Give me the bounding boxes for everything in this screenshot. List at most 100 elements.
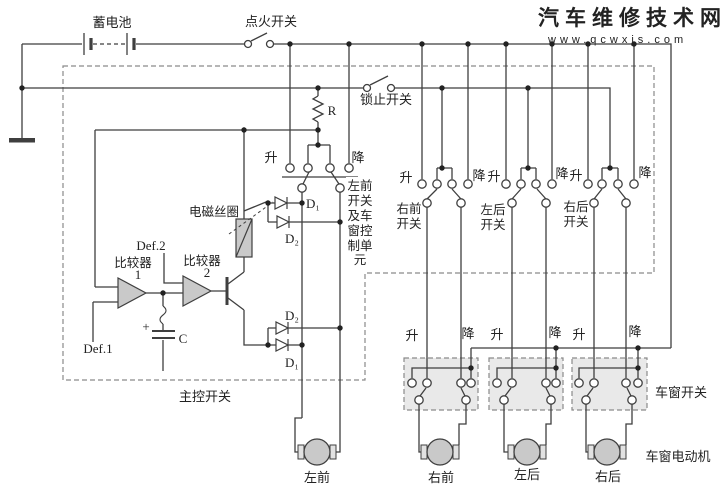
left-rear-switch-contact: [516, 179, 526, 189]
lock-contact: [386, 83, 396, 93]
motor-brush: [619, 444, 627, 460]
window-switch1-mover: [461, 395, 471, 405]
window-switch-group-label: 车窗开关: [655, 385, 707, 400]
motor-right-rear-label: 右后: [595, 469, 621, 484]
diode-d2-upper-label: D₂: [285, 231, 299, 246]
rr-down-label: 降: [638, 165, 651, 180]
diode-d2-upper: [276, 215, 291, 229]
resistor-r: [311, 95, 325, 123]
diode-d1-lower-label: D₁: [285, 355, 299, 370]
box3-down-label: 降: [628, 324, 641, 339]
right-front-switch-label2: 开关: [396, 217, 421, 231]
ground-symbol: [9, 138, 35, 143]
master-up-label: 升: [264, 150, 277, 165]
box2-up-label: 升: [490, 327, 503, 342]
right-rear-switch-contact: [597, 179, 607, 189]
comparator-1-triangle: [117, 276, 148, 310]
window-switch3-contact: [574, 378, 584, 388]
motor-brush: [587, 444, 595, 460]
motor-brush: [452, 444, 460, 460]
junction-dots: [19, 41, 641, 371]
comparator1-number: 1: [135, 267, 142, 282]
def2-label: Def.2: [136, 238, 165, 253]
left-rear-switch-contact: [531, 179, 541, 189]
right-front-switch-contact: [432, 179, 442, 189]
window-switch2-contact: [551, 378, 561, 388]
window-switch2-mover: [499, 395, 509, 405]
battery-symbol: [83, 33, 136, 55]
ignition-contact: [243, 39, 253, 49]
lock-contact: [362, 83, 372, 93]
window-motors: [297, 438, 627, 466]
master-switch-contact: [325, 163, 335, 173]
unit-label-line3: 及车: [347, 208, 372, 223]
def1-label: Def.1: [83, 341, 112, 356]
lr-down-label: 降: [555, 166, 568, 181]
right-rear-switch-contact: [613, 179, 623, 189]
motor-brush: [539, 444, 547, 460]
solenoid-label: 电磁丝圈: [189, 204, 239, 219]
window-switch3-mover: [627, 395, 637, 405]
right-front-switch-contact: [447, 179, 457, 189]
master-switch-label: 主控开关: [179, 389, 231, 404]
battery-label: 蓄电池: [92, 15, 131, 30]
unit-label-line5: 制单: [347, 239, 372, 253]
motor-brush: [507, 444, 515, 460]
solenoid-coil-diagonal: [235, 218, 253, 258]
window-motor-group-label: 车窗电动机: [645, 449, 710, 464]
left-rear-switch-label2: 开关: [480, 218, 505, 232]
right-rear-switch-contact: [629, 179, 639, 189]
window-switch2-contact: [507, 378, 517, 388]
window-switch1-mover: [414, 395, 424, 405]
left-rear-switch-mover: [507, 198, 517, 208]
unit-label-backing: [346, 177, 374, 267]
resistor-label: R: [328, 103, 337, 118]
window-switch3-contact: [589, 378, 599, 388]
unit-label-line1: 左前: [347, 178, 372, 193]
motor-left-rear: [507, 438, 547, 466]
diode-d1-lower: [275, 338, 290, 352]
diode-d1-upper-label: D₁: [306, 196, 320, 211]
motor-body: [593, 438, 621, 466]
left-rear-switch-contact: [547, 179, 557, 189]
capacitor-lead-squiggle: [159, 305, 167, 325]
box2-down-label: 降: [548, 325, 561, 340]
motor-body: [426, 438, 454, 466]
window-switch1-contact: [422, 378, 432, 388]
right-front-switch-mover: [422, 198, 432, 208]
battery-long-plates: [83, 33, 128, 55]
motor-right-front: [420, 438, 460, 466]
box1-up-label: 升: [405, 328, 418, 343]
capacitor-plus-label: +: [142, 319, 149, 334]
diodes: [274, 196, 291, 352]
motor-brush: [420, 444, 428, 460]
switch-contacts: [243, 39, 643, 405]
motor-body: [513, 438, 541, 466]
motor-right-front-label: 右前: [428, 470, 454, 485]
diode-d1-upper: [274, 196, 289, 210]
motor-brush: [297, 444, 305, 460]
lock-switch-label: 锁止开关: [360, 92, 412, 107]
ignition-switch-label: 点火开关: [245, 14, 297, 29]
right-front-switch-contact: [417, 179, 427, 189]
comparator1-label: 比较器: [114, 255, 152, 270]
motor-left-front-label: 左前: [304, 470, 330, 485]
rr-up-label: 升: [569, 168, 582, 183]
unit-label-line6: 元: [354, 253, 367, 267]
watermark-title: 汽车维修技术网: [538, 6, 723, 30]
unit-label-line4: 窗控: [347, 224, 373, 238]
master-switch-contact: [285, 163, 295, 173]
window-switch1-contact: [407, 378, 417, 388]
diode-d2-lower-label: D₂: [285, 308, 299, 323]
master-switch-mover: [335, 183, 345, 193]
right-rear-switch-mover: [589, 198, 599, 208]
motor-brush: [329, 444, 337, 460]
left-rear-switch-mover: [541, 198, 551, 208]
motor-right-rear: [587, 438, 627, 466]
right-rear-switch-mover: [621, 198, 631, 208]
window-switch1-contact: [466, 378, 476, 388]
box3-up-label: 升: [572, 327, 585, 342]
comparator2-label: 比较器: [183, 253, 221, 268]
window-switch3-contact: [633, 378, 643, 388]
